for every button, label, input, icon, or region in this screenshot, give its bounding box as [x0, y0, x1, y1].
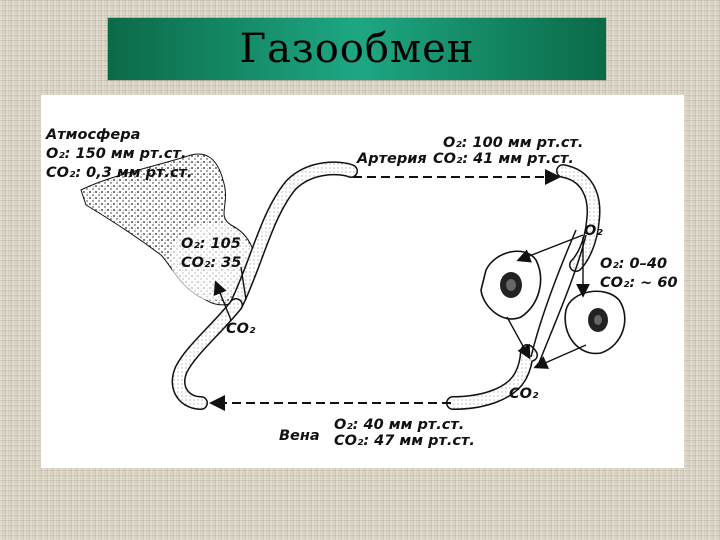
label-tissue-o2: O₂: 0–40 — [600, 256, 667, 272]
label-tissue-co2: CO₂: ~ 60 — [600, 275, 678, 291]
tissue-cell-left — [480, 250, 542, 320]
diagram-canvas: Атмосфера O₂: 150 мм рт.ст. CO₂: 0,3 мм … — [45, 127, 678, 449]
label-alveolar-o2: O₂: 105 — [181, 236, 241, 252]
label-tissue-o2-top: O₂ — [584, 223, 603, 239]
lung-exchange-arrows — [213, 266, 247, 321]
label-artery-co2: CO₂: 41 мм рт.ст. — [433, 151, 574, 167]
tissue-capillary — [530, 229, 587, 364]
label-tissue-co2-bottom: CO₂ — [509, 386, 539, 402]
vein-flow-arrow — [209, 395, 451, 411]
page-title: Газообмен — [239, 26, 475, 72]
artery-flow-arrow — [353, 169, 561, 185]
label-atm-co2: CO₂: 0,3 мм рт.ст. — [46, 165, 192, 181]
label-alveolar-co2: CO₂: 35 — [181, 255, 241, 271]
label-artery: Артерия — [356, 151, 427, 167]
label-atmosphere: Атмосфера — [45, 127, 140, 143]
label-artery-o2: O₂: 100 мм рт.ст. — [443, 135, 583, 151]
label-vein-o2: O₂: 40 мм рт.ст. — [334, 417, 464, 433]
title-bar: Газообмен — [108, 18, 606, 80]
alveolus-shape — [80, 153, 256, 306]
tissue-exchange-arrows — [506, 234, 590, 369]
label-vein: Вена — [279, 428, 320, 444]
artery-vessel — [229, 161, 601, 312]
label-lung-co2: CO₂ — [226, 321, 256, 337]
label-atm-o2: O₂: 150 мм рт.ст. — [46, 146, 186, 162]
gas-exchange-diagram: Атмосфера O₂: 150 мм рт.ст. CO₂: 0,3 мм … — [41, 95, 684, 468]
label-vein-co2: CO₂: 47 мм рт.ст. — [334, 433, 475, 449]
tissue-cell-right — [564, 290, 626, 355]
